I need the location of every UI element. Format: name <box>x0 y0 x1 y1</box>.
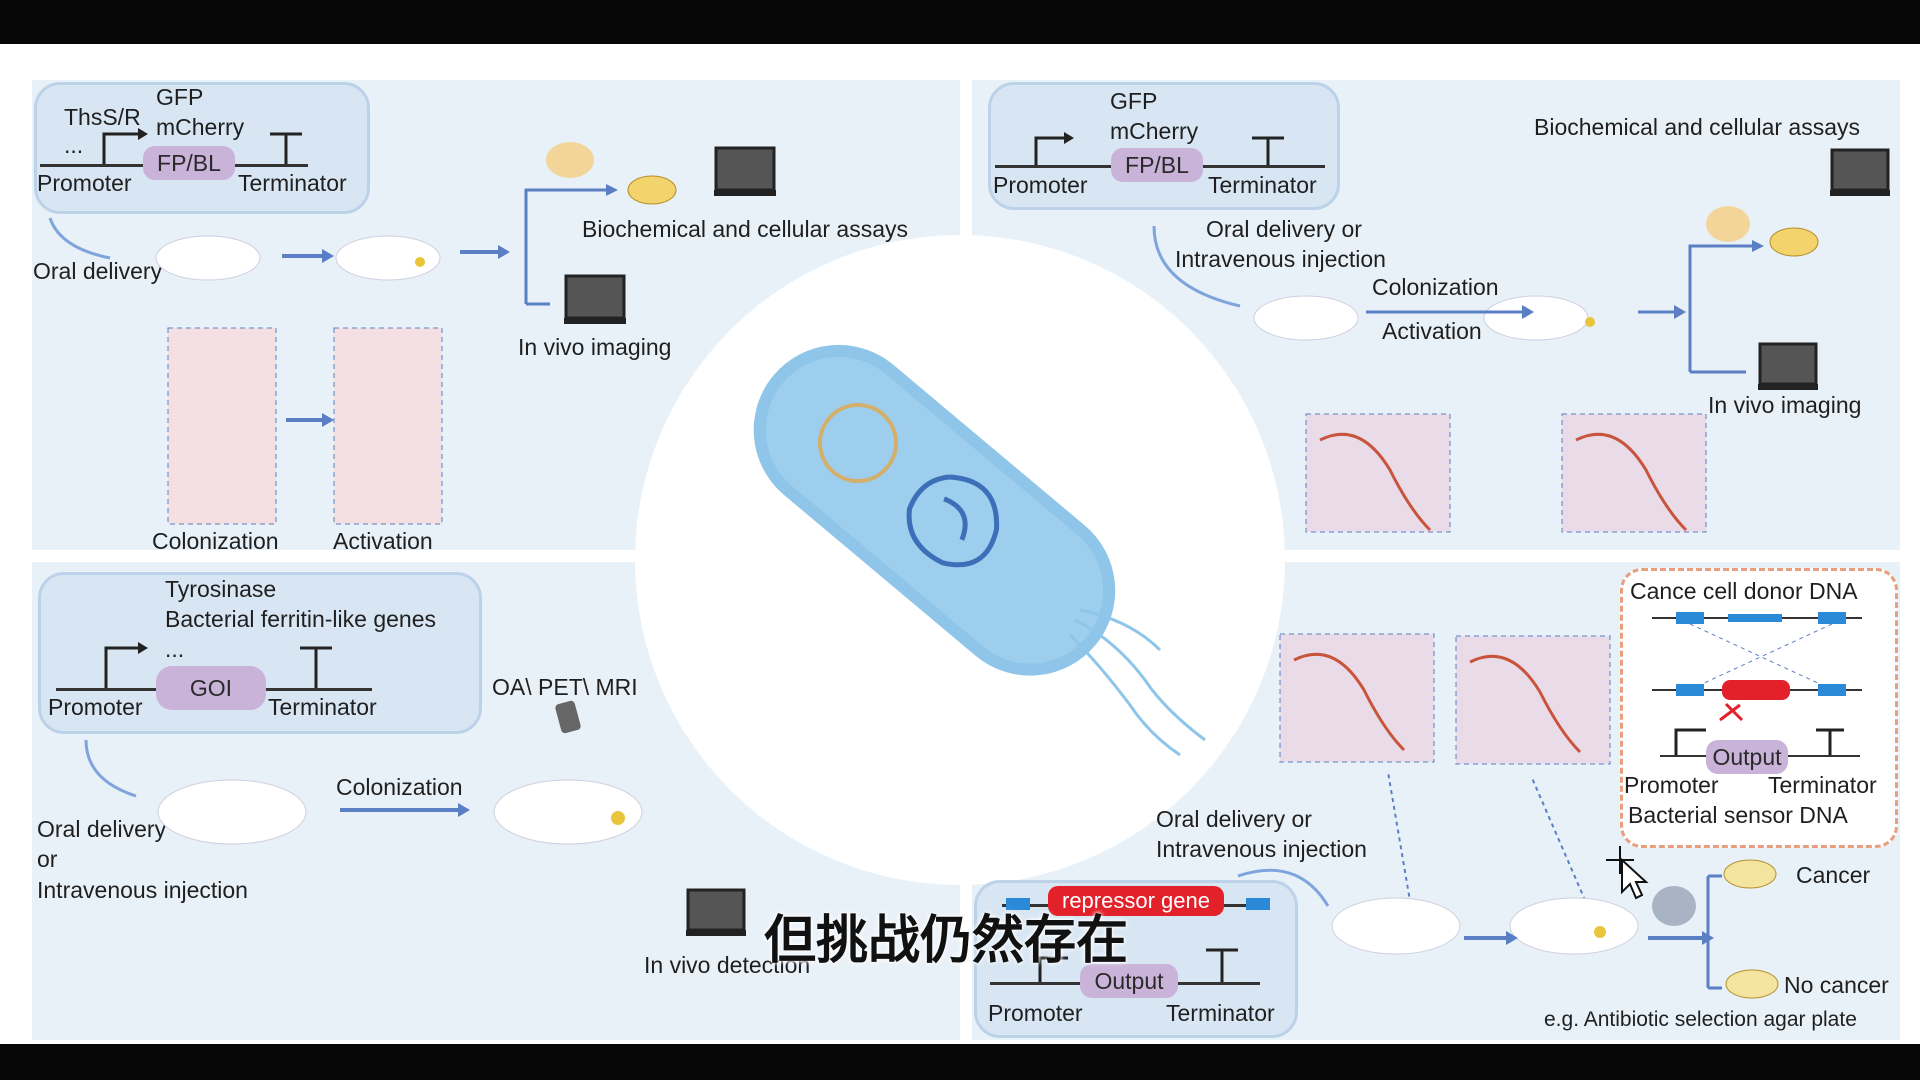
colonization-label-tl: Colonization <box>152 528 279 554</box>
colonization-label-bl: Colonization <box>336 774 463 800</box>
activation-label-tr: Activation <box>1382 318 1482 344</box>
donor-dna-label: Cance cell donor DNA <box>1630 578 1858 604</box>
activation-label-tl: Activation <box>333 528 433 554</box>
oral-delivery-label-tl: Oral delivery <box>33 258 163 284</box>
fp-bl-gene-block: FP/BL <box>143 146 235 180</box>
fp-bl-gene-block-tr: FP/BL <box>1111 148 1203 182</box>
mouse-cursor-icon <box>1606 846 1649 900</box>
gene-label-mcherry: mCherry <box>156 114 245 140</box>
mouse-illustrations-tr <box>1152 148 1890 533</box>
promoter-label-bl: Promoter <box>48 694 143 720</box>
promoter-label-sensor: Promoter <box>1624 772 1719 798</box>
terminator-label-tr: Terminator <box>1208 172 1317 198</box>
mouse-illustrations-tl <box>48 142 776 525</box>
promoter-label-br: Promoter <box>988 1000 1083 1026</box>
cancer-label: Cancer <box>1796 862 1871 888</box>
goi-gene-block: GOI <box>156 666 266 710</box>
delivery-label-bl-3: Intravenous injection <box>37 877 248 903</box>
output-gene-block-br: Output <box>1080 964 1178 998</box>
delivery-label-bl-1: Oral delivery <box>37 816 167 842</box>
homology-arm-right <box>1246 898 1270 910</box>
modality-label: OA\ PET\ MRI <box>492 674 638 700</box>
homology-arm-left <box>1006 898 1030 910</box>
video-subtitle: 但挑战仍然存在 <box>764 912 1129 970</box>
in-vivo-imaging-label-tr: In vivo imaging <box>1708 392 1862 418</box>
tumor-illustrations-br <box>1237 633 1779 999</box>
terminator-label-sensor: Terminator <box>1768 772 1877 798</box>
biochemical-assays-label-tr: Biochemical and cellular assays <box>1534 114 1860 140</box>
repressor-gene-block: repressor gene <box>1048 886 1224 916</box>
terminator-label-tl: Terminator <box>238 170 347 196</box>
gene-label-gfp: GFP <box>156 84 204 110</box>
gene-label-tyrosinase: Tyrosinase <box>165 576 277 602</box>
in-vivo-imaging-label-tl: In vivo imaging <box>518 334 672 360</box>
sensor-dna-label: Bacterial sensor DNA <box>1628 802 1848 828</box>
delivery-label-bl-2: or <box>37 846 58 872</box>
terminator-label-br: Terminator <box>1166 1000 1275 1026</box>
gene-label-ferritin: Bacterial ferritin-like genes <box>165 606 437 632</box>
promoter-label-tl: Promoter <box>37 170 132 196</box>
gene-label-gfp-tr: GFP <box>1110 88 1158 114</box>
gene-construct-box-bl <box>38 572 482 734</box>
gene-label-thssr: ThsS/R <box>64 104 141 130</box>
dna-recombination-diagram <box>1652 612 1862 757</box>
promoter-arrow-icon-tr <box>1034 132 1284 165</box>
top-letterbox-bar <box>0 0 1920 44</box>
delivery-label-tr-2: Intravenous injection <box>1175 246 1386 272</box>
gene-label-ellipsis-bl: ... <box>165 636 185 662</box>
delivery-label-tr-1: Oral delivery or <box>1206 216 1362 242</box>
promoter-arrow-icon <box>102 128 302 164</box>
terminator-label-bl: Terminator <box>268 694 377 720</box>
gene-label-mcherry-tr: mCherry <box>1110 118 1199 144</box>
agar-plate-label: e.g. Antibiotic selection agar plate <box>1544 1008 1857 1031</box>
biochemical-assays-label-tl: Biochemical and cellular assays <box>582 216 908 242</box>
colonization-label-tr: Colonization <box>1372 274 1499 300</box>
mouse-illustrations-bl <box>84 700 746 936</box>
no-cancer-label: No cancer <box>1784 972 1889 998</box>
gene-construct-box-tr <box>988 82 1340 210</box>
gene-label-ellipsis: ... <box>64 132 84 158</box>
delivery-label-br-1: Oral delivery or <box>1156 806 1312 832</box>
promoter-arrow-icon-bl <box>104 642 332 688</box>
delivery-label-br-2: Intravenous injection <box>1156 836 1367 862</box>
bottom-letterbox-bar <box>0 1044 1920 1080</box>
promoter-arrow-icon-br <box>1038 948 1238 982</box>
promoter-label-tr: Promoter <box>993 172 1088 198</box>
in-vivo-detection-label: In vivo detection <box>644 952 811 978</box>
output-gene-block-sensor: Output <box>1706 740 1788 774</box>
